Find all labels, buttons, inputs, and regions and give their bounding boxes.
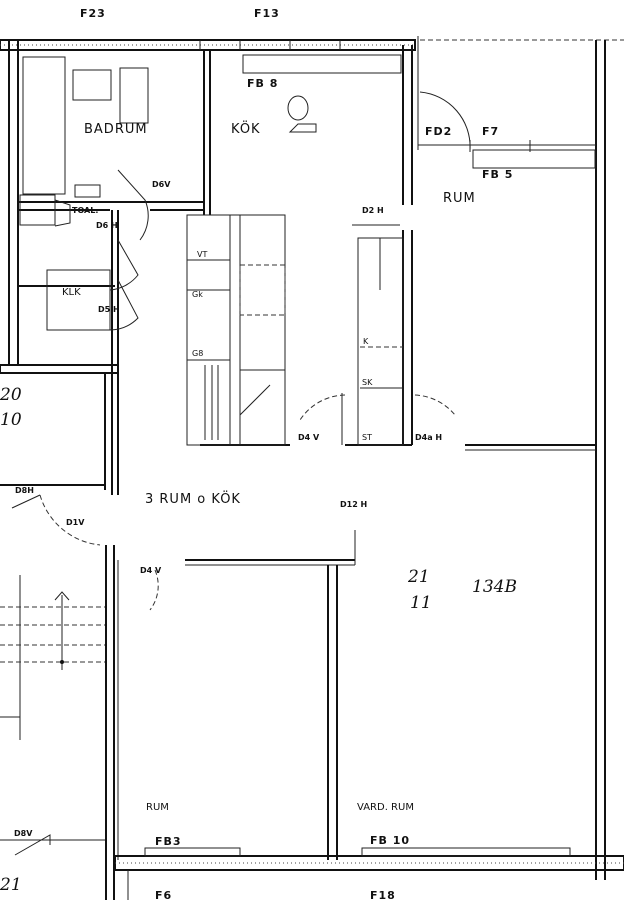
fixture-label-sk: SK xyxy=(362,378,373,387)
annotation-11: 11 xyxy=(410,593,432,613)
plan-title: 3 RUM o KÖK xyxy=(145,490,241,507)
annotation-unit-number: 134B xyxy=(472,577,517,597)
door-label-d6v: D6V xyxy=(152,180,171,189)
fixture-label-k: K xyxy=(363,337,369,346)
annotation-21: 21 xyxy=(407,567,430,587)
room-label-klk: KLK xyxy=(62,287,81,298)
window-label-fd2: FD2 xyxy=(425,125,452,138)
door-label-d4v-top: D4 V xyxy=(298,433,320,442)
staircase xyxy=(0,575,105,740)
room-label-toal: TOAL. xyxy=(72,206,98,215)
window-label-f13: F13 xyxy=(254,7,280,20)
room-label-rum-top: RUM xyxy=(443,191,476,206)
kitchen-symbol xyxy=(287,95,317,133)
door-swings xyxy=(11,91,471,856)
bathroom-fixtures xyxy=(19,56,149,227)
fixture-label-vt: VT xyxy=(197,250,207,259)
annotation-20: 20 xyxy=(0,385,22,405)
fixture-label-g8: G8 xyxy=(192,349,203,358)
exterior-wall-right xyxy=(595,40,606,880)
window-label-fb8: FB 8 xyxy=(247,77,278,90)
door-label-d8h: D8H xyxy=(15,486,34,495)
door-label-d5h: D5 H xyxy=(98,305,120,314)
room-label-badrum: BADRUM xyxy=(84,122,148,137)
room-label-vardrum: VARD. RUM xyxy=(357,802,414,813)
window-label-fb5: FB 5 xyxy=(482,168,513,181)
fixture-label-gk: Gk xyxy=(192,290,203,299)
window-label-f18: F18 xyxy=(370,889,396,900)
door-label-d12h: D12 H xyxy=(340,500,367,509)
kitchen-counters xyxy=(186,214,404,446)
door-label-d2h: D2 H xyxy=(362,206,384,215)
exterior-wall-top xyxy=(0,36,624,150)
annotation-21-bottom-left: 21 xyxy=(0,875,22,895)
annotation-10: 10 xyxy=(0,410,22,430)
window-label-f7: F7 xyxy=(482,125,499,138)
room-label-rum-bottom: RUM xyxy=(146,802,169,813)
window-label-f23: F23 xyxy=(80,7,106,20)
door-label-d4v-bottom: D4 V xyxy=(140,566,162,575)
door-label-d6h: D6 H xyxy=(96,221,118,230)
window-label-f6: F6 xyxy=(155,889,172,900)
room-label-kok: KÖK xyxy=(231,120,261,137)
fixture-label-st: ST xyxy=(362,433,372,442)
door-label-d4ah: D4a H xyxy=(415,433,442,442)
closet-outline xyxy=(46,269,111,331)
door-label-d1v: D1V xyxy=(66,518,85,527)
windows xyxy=(144,40,596,857)
window-label-fb10: FB 10 xyxy=(370,834,410,847)
door-label-d8v: D8V xyxy=(14,829,33,838)
window-label-fb3: FB3 xyxy=(155,835,182,848)
